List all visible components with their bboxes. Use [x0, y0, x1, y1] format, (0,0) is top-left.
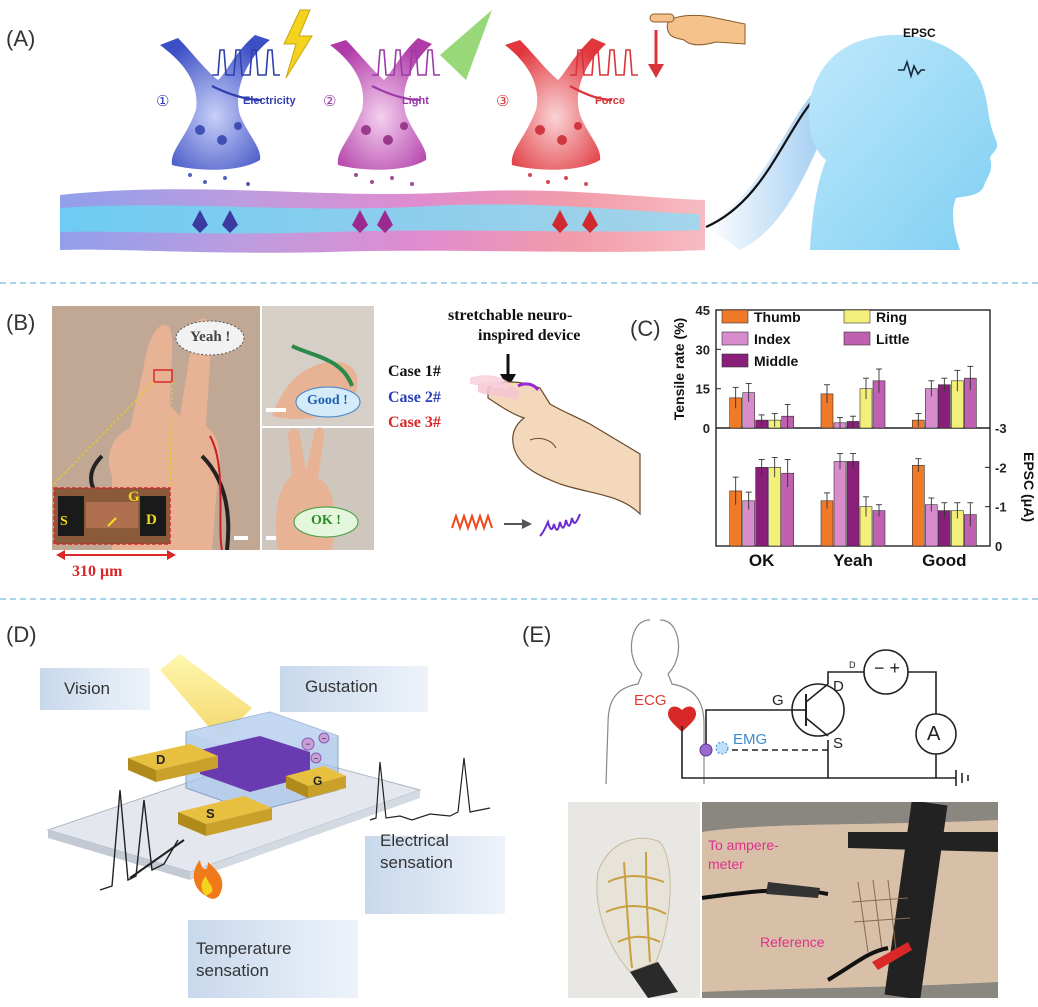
panel-d-label: (D) — [6, 622, 37, 647]
case-1-label: Case 1# — [388, 363, 441, 380]
ytick-top-label: 45 — [696, 303, 710, 318]
ylabel-tensile: Tensile rate (%) — [671, 318, 687, 420]
vd-label: D — [849, 660, 856, 670]
ytick-top-label: 15 — [696, 382, 710, 397]
electrical-label-2: sensation — [380, 853, 453, 872]
legend-label-index: Index — [754, 331, 791, 347]
panel-b-photos — [52, 306, 374, 550]
emg-label: EMG — [733, 731, 768, 748]
stimulus-2-label: Light — [402, 95, 429, 107]
waveform-transform — [451, 512, 581, 537]
legend-swatch-ring — [843, 309, 871, 324]
drain-label: D — [833, 678, 844, 695]
electrical-label-1: Electrical — [380, 831, 449, 850]
scale-arrow — [56, 550, 176, 560]
ytick-bottom-label: -2 — [995, 460, 1007, 475]
ytick-top-label: 0 — [703, 421, 710, 436]
stimulus-3-number: ③ — [496, 93, 510, 110]
epsc-bar-middle-ok — [755, 467, 768, 547]
ytick-top-label: 30 — [696, 342, 710, 357]
epsc-bar-middle-yeah — [846, 461, 860, 547]
case-2-label: Case 2# — [388, 389, 441, 406]
panel-e-photos — [568, 802, 998, 998]
stimulus-1-number: ① — [156, 93, 170, 110]
svg-text:−: − — [322, 734, 327, 743]
ytick-bottom-label: -3 — [995, 421, 1007, 436]
ytick-bottom-label: 0 — [995, 539, 1002, 554]
legend-label-middle: Middle — [754, 353, 799, 369]
legend-label-ring: Ring — [876, 309, 907, 325]
stimulus-1-label: Electricity — [243, 95, 296, 107]
pad-g-label: G — [313, 774, 323, 788]
stimulus-2-number: ② — [323, 93, 337, 110]
voltage-source-sign: − + — [874, 658, 901, 678]
case-3-label: Case 3# — [388, 414, 441, 431]
temperature-label-2: sensation — [196, 961, 269, 980]
svg-text:−: − — [305, 739, 310, 749]
xtick-label-yeah: Yeah — [833, 551, 873, 570]
panel-a-label: (A) — [6, 26, 36, 51]
legend-label-little: Little — [876, 331, 910, 347]
stimulus-3-label: Force — [595, 95, 625, 107]
electrode-s: S — [60, 514, 68, 529]
epsc-bar-ring-ok — [768, 467, 781, 547]
ylabel-epsc: EPSC (μA) — [1021, 452, 1037, 522]
ammeter-label: A — [927, 723, 941, 745]
legend-swatch-index — [721, 331, 749, 346]
gustation-label: Gustation — [305, 677, 378, 696]
vision-label: Vision — [64, 679, 110, 698]
legend-swatch-middle — [721, 353, 749, 368]
legend-swatch-little — [843, 331, 871, 346]
bubble-good: Good ! — [307, 393, 348, 408]
to-ammeter-label-1: To ampere- — [708, 837, 779, 853]
panel-b-label: (B) — [6, 310, 36, 335]
legend-swatch-thumb — [721, 309, 749, 324]
divider-a — [0, 282, 1038, 284]
ytick-bottom-label: -1 — [995, 500, 1007, 515]
bubble-yeah: Yeah ! — [190, 329, 231, 345]
epsc-bar-thumb-good — [912, 465, 925, 547]
legend-label-thumb: Thumb — [754, 309, 801, 325]
gate-label: G — [772, 692, 784, 709]
pad-s-label: S — [206, 806, 215, 821]
panel-e-circuit — [605, 619, 969, 786]
panel-a-illustration — [60, 9, 998, 253]
device-label-line2: inspired device — [478, 327, 581, 344]
epsc-bar-index-yeah — [833, 461, 847, 547]
divider-b — [0, 598, 1038, 600]
scale-label: 310 μm — [72, 563, 123, 580]
xtick-label-good: Good — [922, 551, 966, 570]
panel-c-label: (C) — [630, 316, 661, 341]
source-label: S — [833, 735, 844, 752]
xtick-label-ok: OK — [749, 551, 775, 570]
svg-text:−: − — [314, 754, 319, 763]
ecg-label: ECG — [634, 692, 667, 709]
epsc-label: EPSC — [903, 26, 936, 40]
reference-label: Reference — [760, 934, 825, 950]
to-ammeter-label-2: meter — [708, 856, 744, 872]
bubble-ok: OK ! — [311, 513, 341, 528]
pad-d-label: D — [156, 752, 166, 767]
electrode-g: G — [128, 489, 140, 505]
device-label-line1: stretchable neuro- — [448, 307, 573, 324]
finger-illustration — [470, 354, 641, 516]
temperature-label-1: Temperature — [196, 939, 292, 958]
bar-chart: 0 15 30 45 0 -1 -2 -3OK Yeah Good Tensile rate (%)… — [671, 303, 1037, 570]
panel-d-illustration: − − − — [40, 654, 505, 998]
electrode-d: D — [146, 512, 157, 528]
panel-e-label: (E) — [522, 622, 552, 647]
